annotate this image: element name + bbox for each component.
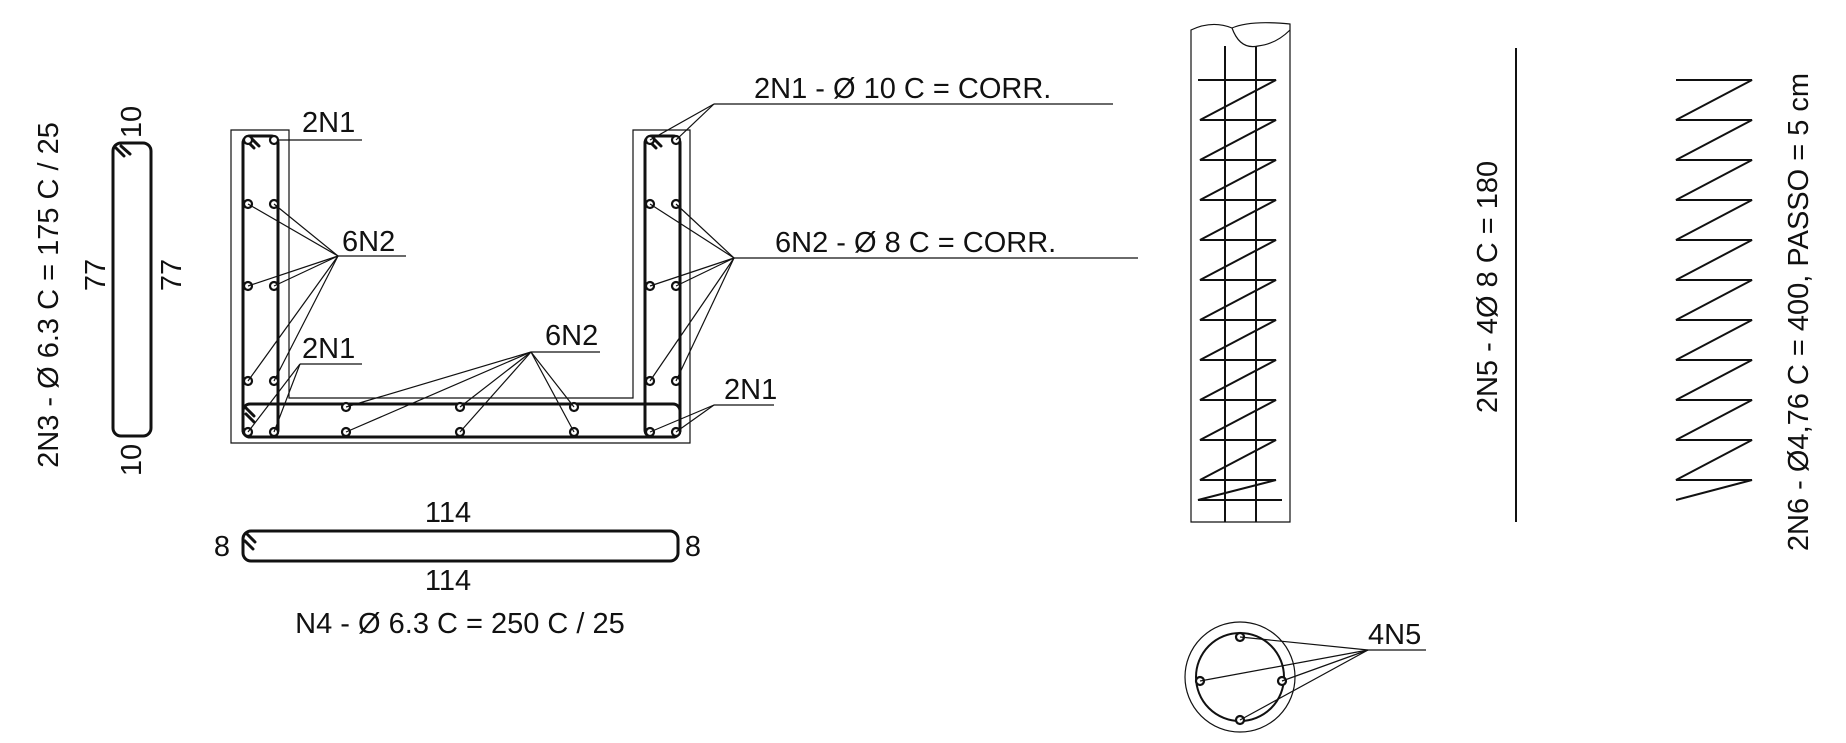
n6-spiral-detail: 2N6 - Ø4,76 C = 400, PASSO = 5 cm [1675,73,1815,551]
n4-dim-right: 8 [685,531,701,563]
label-left-bottom-n1: 2N1 [302,333,355,365]
n4-hook [243,532,257,551]
n6-spiral-label: 2N6 - Ø4,76 C = 400, PASSO = 5 cm [1783,73,1815,551]
n3-stirrup-label: 2N3 - Ø 6.3 C = 175 C / 25 [33,122,65,468]
label-bottom-n2: 6N2 [545,320,598,352]
column-outline [1190,22,1291,523]
base-bars [242,401,682,438]
label-left-top-n1: 2N1 [302,107,355,139]
n3-stirrup-detail: 2N3 - Ø 6.3 C = 175 C / 25 10 77 77 10 [33,106,188,476]
n3-stirrup-shape [111,141,153,438]
bar-n1 [268,134,280,146]
leader-right-n2 [649,203,1138,382]
leader-left-n2 [247,203,406,382]
n3-dim-right: 77 [156,259,188,291]
label-left-n2: 6N2 [342,226,395,258]
label-right-bottom-n1: 2N1 [724,374,777,406]
u-section-detail: 2N1 6N2 2N1 6N2 2N1 2N1 - Ø 10 C = CORR.… [230,73,1138,444]
right-wall-bars [644,134,682,387]
section-spiral [1195,632,1285,722]
n4-stirrup-shape [241,529,680,563]
n3-dim-left: 77 [80,259,112,291]
left-wall-bars [242,134,280,387]
column-break-line [1231,27,1291,48]
n4-dim-left: 8 [214,531,230,563]
n6-spiral-shape [1675,79,1753,501]
label-n1-main-callout: 2N1 - Ø 10 C = CORR. [754,73,1051,105]
n3-hook [114,144,132,158]
n4-dim-top: 114 [425,497,471,529]
leader-right-top-n1 [649,103,1113,141]
n4-stirrup-label: N4 - Ø 6.3 C = 250 C / 25 [295,608,625,640]
column-section: 4N5 [1184,619,1426,733]
label-n2-main-callout: 6N2 - Ø 8 C = CORR. [775,227,1056,259]
bar-n1 [242,134,254,146]
n4-dim-bottom: 114 [425,565,471,597]
leader-left-bottom-n1 [247,363,362,433]
n4-stirrup-detail: 114 114 8 8 N4 - Ø 6.3 C = 250 C / 25 [214,497,701,640]
base-hook [244,406,256,424]
u-section-outline [230,129,691,444]
leader-right-bottom-n1 [649,404,774,433]
n3-dim-bottom: 10 [116,444,148,476]
n5-bar-label: 2N5 - 4Ø 8 C = 180 [1472,161,1504,413]
label-section-n5: 4N5 [1368,619,1421,651]
n3-dim-top: 10 [116,106,148,138]
section-outline [1184,621,1296,733]
n5-bar-detail: 2N5 - 4Ø 8 C = 180 [1472,48,1517,522]
column-elevation [1190,22,1291,523]
leader-bottom-n2 [345,351,600,433]
column-spiral-n6 [1197,79,1282,501]
